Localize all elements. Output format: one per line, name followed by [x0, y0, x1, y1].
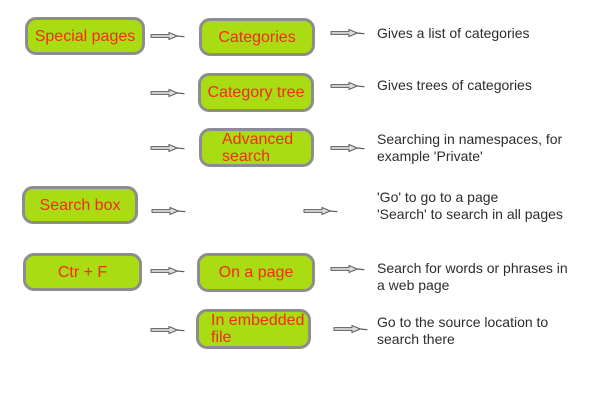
flow-arrow-icon	[150, 143, 185, 153]
box-search-box: Search box	[22, 186, 138, 224]
flow-arrow-icon	[330, 143, 365, 153]
box-label: Categories	[218, 28, 296, 46]
description-line: Searching in namespaces, for	[377, 131, 563, 147]
box-label-line: search	[222, 147, 271, 165]
flow-arrow-icon	[150, 31, 185, 41]
box-label: Special pages	[34, 27, 136, 45]
description-text: Go to the source location to search ther…	[377, 314, 548, 348]
description-line: Gives a list of categories	[377, 25, 530, 41]
flow-arrow-icon	[330, 264, 365, 274]
description-line: Search for words or phrases in	[377, 260, 568, 276]
box-in-embedded-file: In embedded file	[196, 309, 311, 349]
description-text: 'Go' to go to a page 'Search' to search …	[377, 189, 563, 223]
box-special-pages: Special pages	[25, 17, 145, 55]
flow-arrow-icon	[150, 325, 185, 335]
flow-arrow-icon	[330, 28, 365, 38]
description-text: Searching in namespaces, for example 'Pr…	[377, 131, 562, 165]
description-line: example 'Private'	[377, 148, 483, 164]
box-label: Ctr + F	[57, 263, 108, 281]
box-label: Category tree	[207, 84, 305, 101]
description-line: Gives trees of categories	[377, 77, 532, 93]
description-text: Gives a list of categories	[377, 25, 530, 42]
flow-arrow-icon	[150, 88, 185, 98]
box-label-line: file	[211, 329, 232, 346]
flow-arrow-icon	[150, 266, 185, 276]
box-label-line: In embedded	[211, 312, 305, 329]
description-line: Go to the source location to	[377, 314, 549, 330]
flow-arrow-icon	[330, 81, 365, 91]
flow-arrow-icon	[151, 206, 186, 216]
description-line: a web page	[377, 277, 450, 293]
description-text: Search for words or phrases in a web pag…	[377, 260, 568, 294]
box-categories: Categories	[199, 18, 315, 56]
box-label: Search box	[39, 196, 121, 214]
flow-arrow-icon	[303, 206, 338, 216]
box-on-a-page: On a page	[197, 253, 315, 292]
description-line: 'Search' to search in all pages	[377, 206, 563, 222]
description-line: 'Go' to go to a page	[377, 189, 499, 205]
box-category-tree: Category tree	[198, 73, 314, 112]
box-label: On a page	[218, 264, 294, 281]
description-line: search there	[377, 331, 455, 347]
box-advanced-search: Advanced search	[199, 128, 314, 167]
description-text: Gives trees of categories	[377, 77, 532, 94]
flow-arrow-icon	[333, 324, 368, 334]
box-ctr-f: Ctr + F	[23, 253, 142, 291]
box-label-line: Advanced	[222, 130, 294, 148]
